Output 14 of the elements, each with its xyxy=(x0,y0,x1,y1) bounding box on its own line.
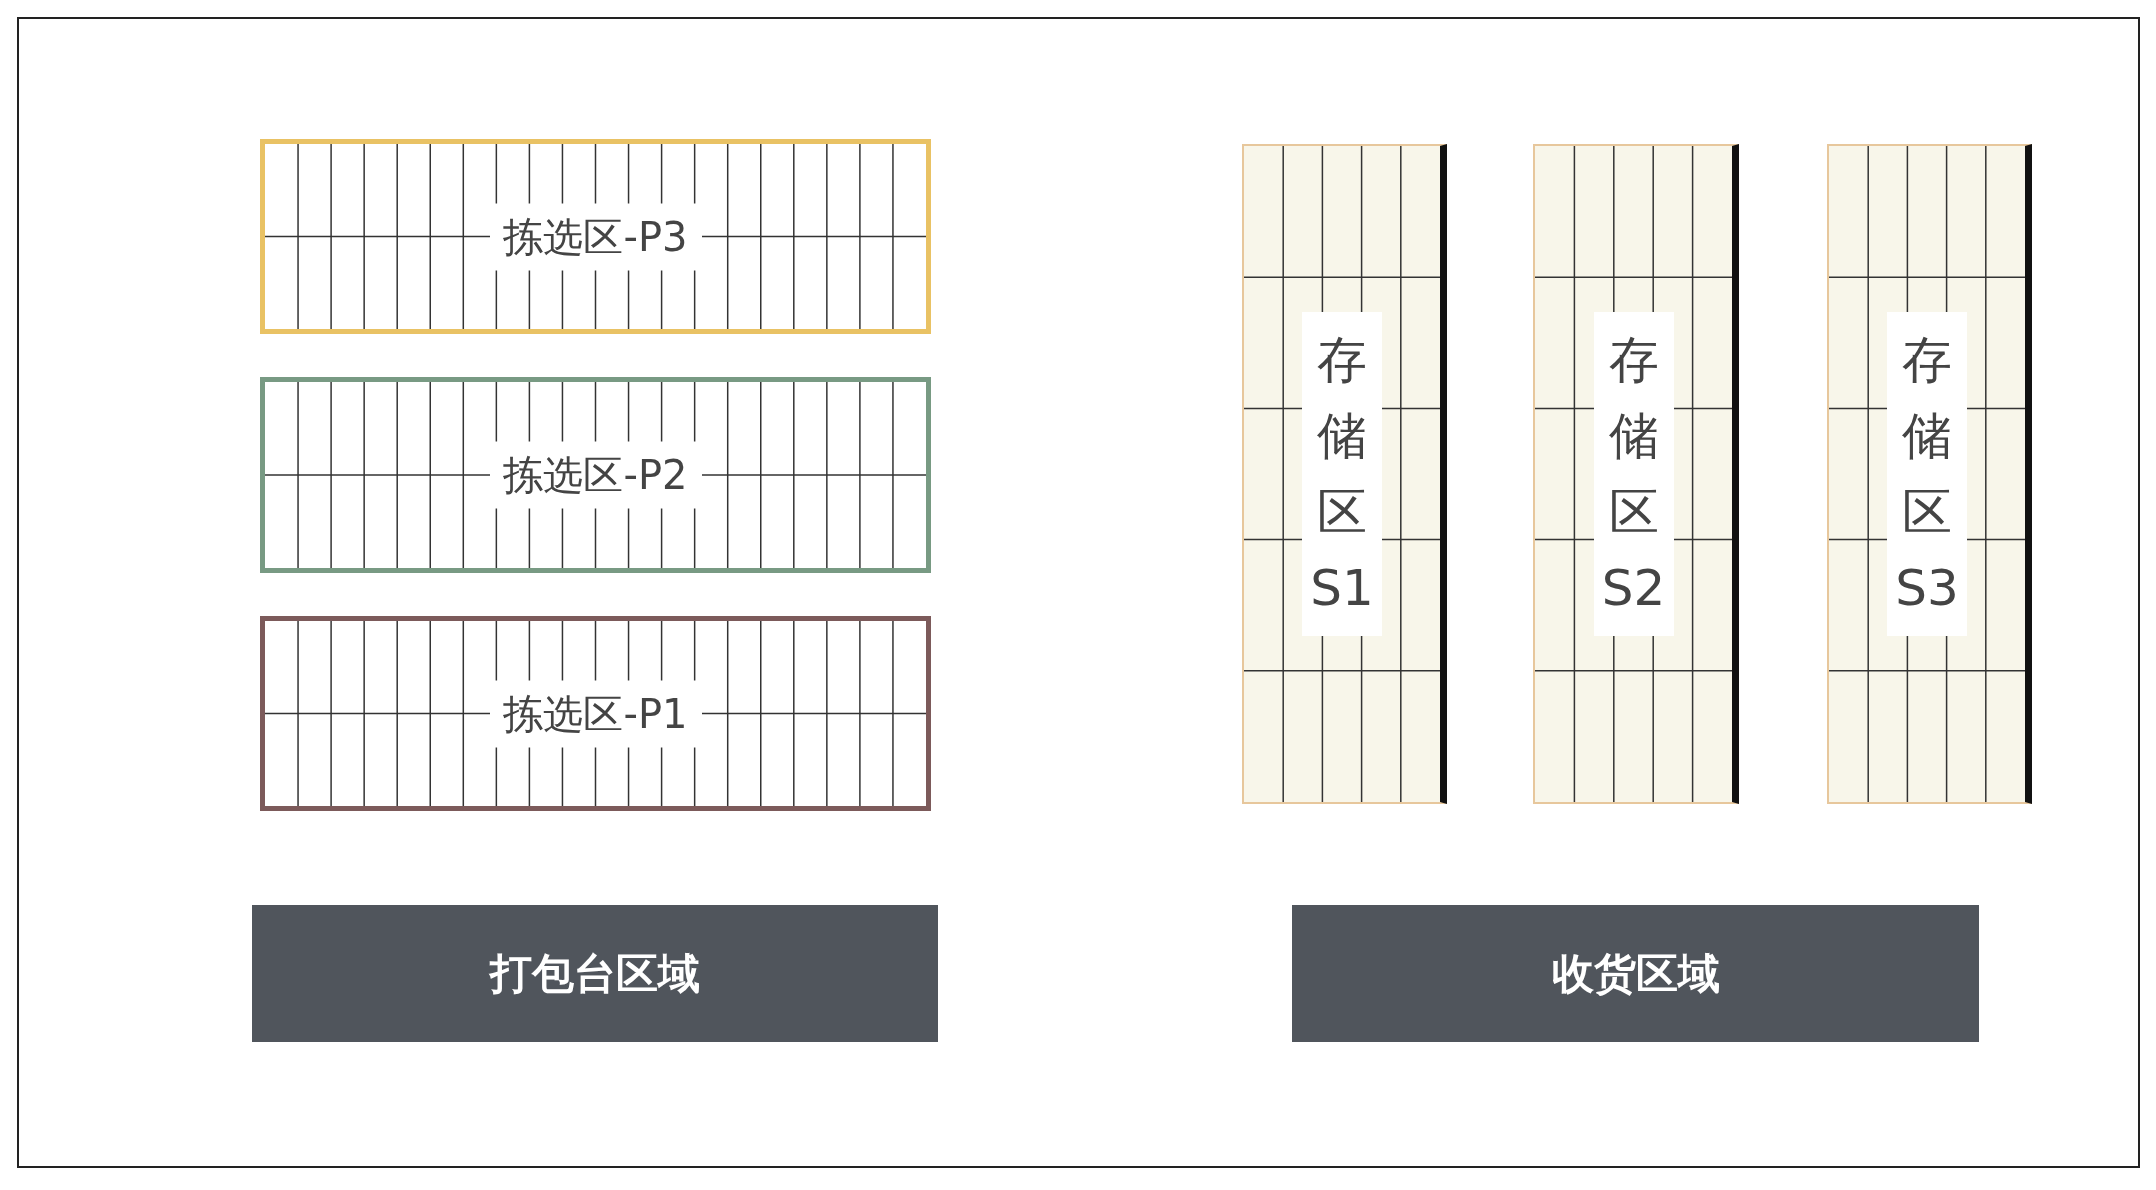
storage-zone-rack xyxy=(1533,144,1739,804)
storage-zone-rack xyxy=(1827,144,2032,804)
zone-label: 拣选区-P2 xyxy=(489,441,702,509)
zone-label: 存储区S3 xyxy=(1887,312,1967,636)
picking-zone-rack xyxy=(260,139,931,334)
zone-label: 存储区S1 xyxy=(1302,312,1382,636)
picking-zone-rack xyxy=(260,377,931,573)
area-block: 打包台区域 xyxy=(252,905,938,1042)
storage-zone-rack xyxy=(1242,144,1447,804)
picking-zone-rack xyxy=(260,616,931,811)
zone-label: 存储区S2 xyxy=(1593,312,1674,636)
zone-label: 拣选区-P1 xyxy=(489,680,702,747)
zone-label: 拣选区-P3 xyxy=(489,203,702,270)
area-block: 收货区域 xyxy=(1292,905,1979,1042)
